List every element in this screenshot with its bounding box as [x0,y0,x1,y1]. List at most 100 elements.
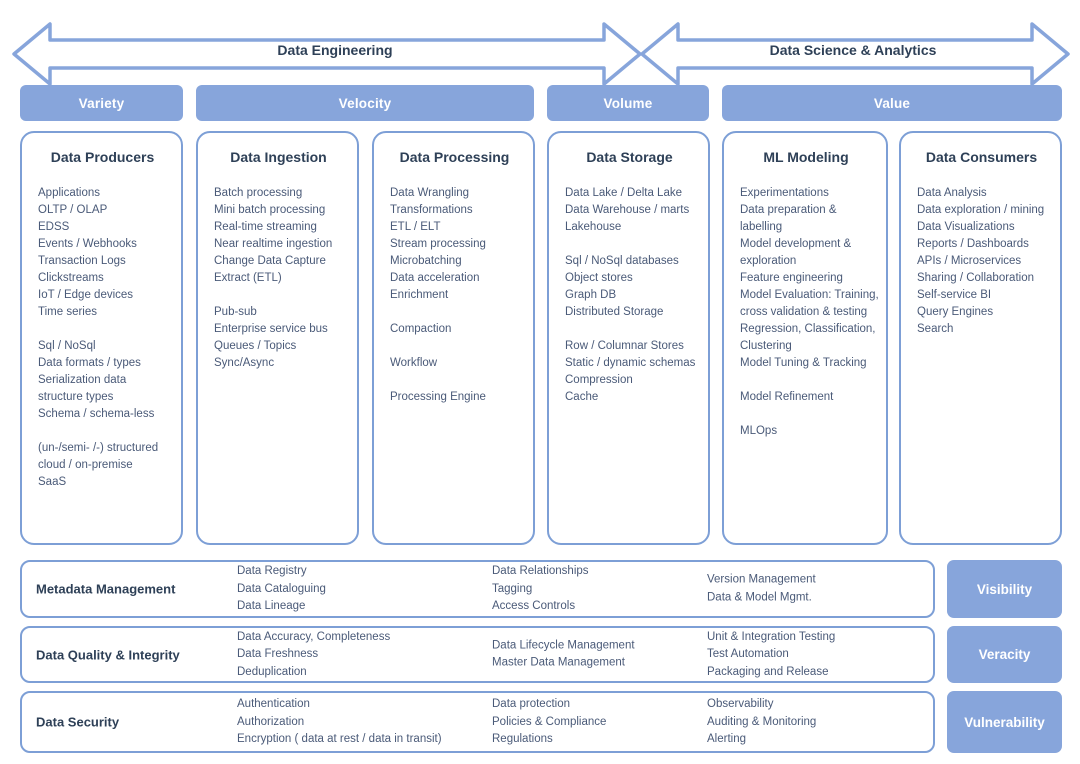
pillar-group-gap [390,304,519,321]
layer-item: Data Accuracy, Completeness [237,630,391,643]
pillar-title: Data Producers [50,149,155,165]
layer-item: Data & Model Mgmt. [707,591,812,603]
layer-item: Unit & Integration Testing [707,630,836,643]
arrow-shapes [12,22,1070,86]
pillar-item: Data Wrangling [390,187,470,199]
pillar-item: Change Data Capture [214,255,326,267]
layer-item: Access Controls [492,599,576,612]
pillar-item: Data formats / types [38,357,141,369]
pillar-group-gap [565,236,694,253]
pillar-item: exploration [740,255,797,267]
pillar-item: Sync/Async [214,357,275,369]
pillar-item: Transformations [390,204,473,216]
pillar-item: IoT / Edge devices [38,289,134,301]
v-category-volume: Volume [547,85,709,121]
pillar-title: Data Consumers [925,149,1038,165]
pillar-item: Search [917,323,954,335]
pillar-item: Clustering [740,340,792,352]
pillar-group-gap [565,321,694,338]
pillar-item: Distributed Storage [565,306,664,318]
pillar-item: (un-/semi- /-) structured [38,442,159,454]
pillar-item: Compression [565,374,633,386]
pillar-item: Row / Columnar Stores [565,340,684,352]
pillar-group-gap [390,372,519,389]
pillar-group-gap [214,287,343,304]
pillar-item: Lakehouse [565,221,622,233]
pillar-item: Data preparation & [740,204,837,216]
pillar-item: Transaction Logs [38,255,126,267]
pillar-item: Data Analysis [917,187,987,199]
pillar-item: Enterprise service bus [214,323,328,335]
pillar-item: Serialization data [38,374,127,386]
pillar-item: Data acceleration [390,272,480,284]
layer-item: Test Automation [707,647,789,660]
pillar-item: Clickstreams [38,272,104,284]
layer-item: Master Data Management [492,656,625,669]
layer-item: Auditing & Monitoring [707,715,817,728]
pillar-item: cloud / on-premise [38,459,133,471]
pillar-item: EDSS [38,221,70,233]
pillar-item: Queues / Topics [214,340,297,352]
layer-item: Data Lifecycle Management [492,639,635,651]
pillar-item: APIs / Microservices [917,255,1022,267]
layer-item: Alerting [707,732,746,745]
pillar-item: Mini batch processing [214,204,326,216]
layer-item: Encryption ( data at rest / data in tran… [237,732,442,745]
pillar-group-gap [740,406,872,423]
layer-item: Packaging and Release [707,665,829,678]
data-engineering-arrow [12,22,642,86]
layer-data-quality-integrity: Data Quality & Integrity Data Accuracy, … [20,626,935,683]
v-category-variety: Variety [20,85,183,121]
pillar-item: Model Refinement [740,391,834,403]
layer-item: Data protection [492,697,570,710]
pillar-item: Events / Webhooks [38,238,137,250]
pillar-item: Data Lake / Delta Lake [565,187,682,199]
layer-item: Regulations [492,732,553,745]
pillar-item: Graph DB [565,289,617,301]
pillar-item: Static / dynamic schemas [565,357,696,369]
pillar-item: Sql / NoSql [38,340,96,352]
pillar-item: Microbatching [390,255,462,267]
pillar-item: Stream processing [390,238,486,250]
layer-item: Authorization [237,715,305,728]
pillar-title: Data Storage [586,149,673,165]
pillar-title: ML Modeling [763,149,849,165]
pillar-item: cross validation & testing [740,306,868,318]
top-arrow-band: Data Engineering Data Science & Analytic… [0,20,1080,88]
pillar-item: labelling [740,221,783,233]
pillar-item: Compaction [390,323,452,335]
pillar-item: Schema / schema-less [38,408,155,420]
pillar-item: Object stores [565,272,633,284]
pillar-group-gap [740,372,872,389]
pillar-item: MLOps [740,425,778,437]
layer-item: Tagging [492,582,533,595]
pillar-item: Experimentations [740,187,829,199]
pillar-item: structure types [38,391,114,403]
pillar-item: Sharing / Collaboration [917,272,1034,284]
data-science-arrow [640,22,1070,86]
pillar-item: Data Warehouse / marts [565,204,690,216]
pillar-item: Self-service BI [917,289,992,301]
layer-item: Data Relationships [492,564,589,577]
pillar-item: Enrichment [390,289,449,301]
layer-item: Data Cataloguing [237,582,326,595]
pillar-item: Sql / NoSql databases [565,255,679,267]
arrow-label-data-science: Data Science & Analytics [769,42,937,58]
pillar-item: Regression, Classification, [740,323,876,335]
pillar-item: Query Engines [917,306,994,318]
v-label-vulnerability: Vulnerability [947,691,1062,753]
pillar-group-gap [38,423,167,440]
